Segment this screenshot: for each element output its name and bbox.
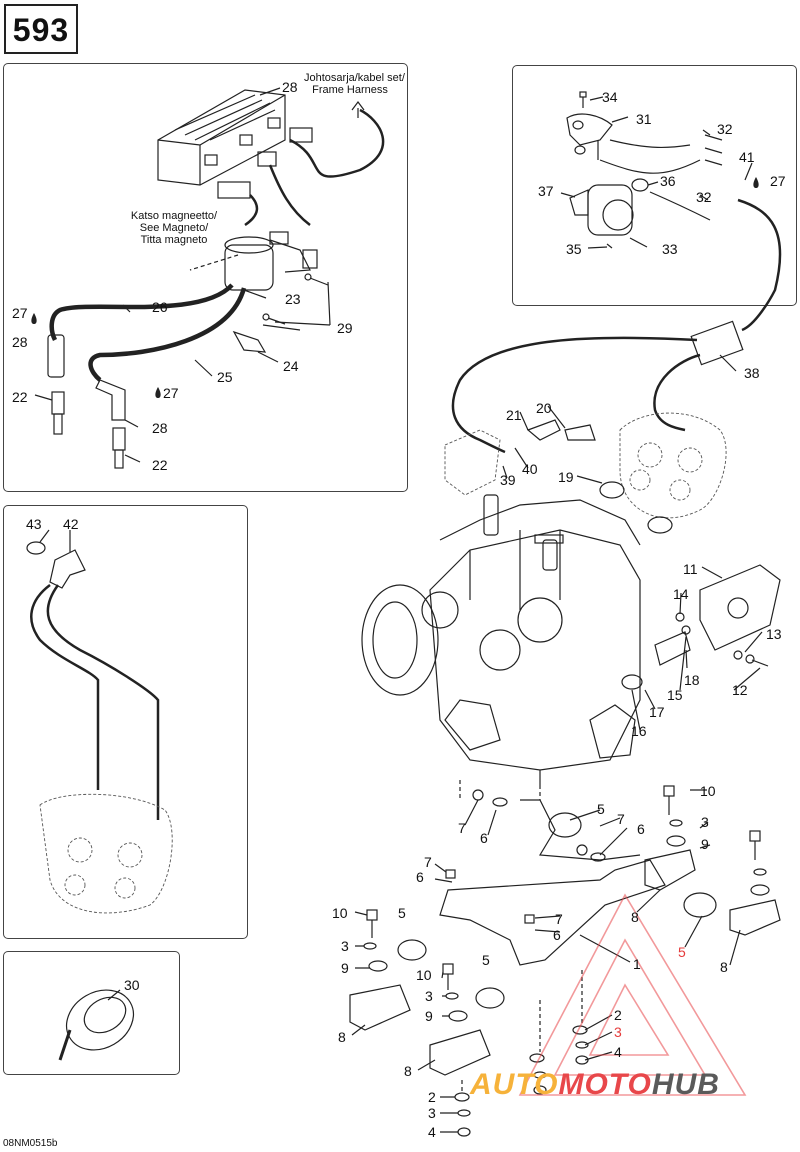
callout-11: 11: [683, 561, 698, 577]
callout-10-right-top: 10: [700, 783, 716, 799]
harness-block: [157, 89, 286, 186]
callout-6-mid: 6: [416, 869, 424, 885]
watermark-auto: AUTO: [470, 1068, 559, 1101]
callout-8-mid: 8: [404, 1063, 412, 1079]
callout-7-center: 7: [555, 911, 563, 927]
callout-42: 42: [63, 516, 79, 532]
callout-25: 25: [217, 369, 233, 385]
lubricant-drop-icons: [31, 177, 759, 398]
callout-27-left: 27: [12, 305, 28, 321]
callout-27-switch: 27: [770, 173, 786, 189]
button-panel: [3, 951, 180, 1075]
key-switch: [569, 184, 634, 236]
callout-23: 23: [285, 291, 301, 307]
callout-8-left: 8: [338, 1029, 346, 1045]
callout-28-cap-left: 28: [12, 334, 28, 350]
callout-33: 33: [662, 241, 678, 257]
callout-27-right: 27: [163, 385, 179, 401]
callout-21: 21: [506, 407, 522, 423]
page-number: 593: [12, 12, 70, 48]
callout-2-right: 2: [614, 1007, 622, 1023]
callout-32-bottom: 32: [696, 189, 712, 205]
callout-9-mid: 9: [425, 1008, 433, 1024]
callout-29: 29: [337, 320, 353, 336]
callout-1: 1: [633, 956, 641, 972]
callout-6-left: 6: [480, 830, 488, 846]
callout-26: 26: [152, 299, 168, 315]
ignition-panel: [3, 63, 408, 492]
callout-39: 39: [500, 472, 516, 488]
callout-3-left-top: 3: [341, 938, 349, 954]
callout-14: 14: [673, 586, 689, 602]
ignition-coil: [224, 231, 318, 291]
callout-4-bottom: 4: [428, 1124, 436, 1140]
callout-6-right: 6: [637, 821, 645, 837]
callout-8-right-bottom: 8: [720, 959, 728, 975]
callout-2-bottom: 2: [428, 1089, 436, 1105]
callout-10-left-top: 10: [332, 905, 348, 921]
frame-harness-note-line1: Johtosarja/kabel set/: [304, 72, 405, 84]
page-number-box: 593: [4, 4, 78, 54]
callout-5-top: 5: [597, 801, 605, 817]
callout-32-top: 32: [717, 121, 733, 137]
callout-36: 36: [660, 173, 676, 189]
callout-17: 17: [649, 704, 665, 720]
callout-4-right: 4: [614, 1044, 622, 1060]
callout-15: 15: [667, 687, 683, 703]
callout-9-left-top: 9: [341, 960, 349, 976]
callout-20: 20: [536, 400, 552, 416]
callout-43: 43: [26, 516, 42, 532]
callout-8-right-top: 8: [631, 909, 639, 925]
callout-5-red: 5: [678, 944, 686, 960]
callout-38: 38: [744, 365, 760, 381]
callout-3-bottom: 3: [428, 1105, 436, 1121]
sensor-panel: [3, 505, 248, 939]
callout-19: 19: [558, 469, 574, 485]
callout-3-mid: 3: [425, 988, 433, 1004]
spark-plug-left: [51, 391, 65, 435]
callout-40: 40: [522, 461, 538, 477]
callout-3-red: 3: [614, 1024, 622, 1040]
switch-panel: [512, 65, 797, 306]
callout-7-right: 7: [617, 811, 625, 827]
callout-24: 24: [283, 358, 299, 374]
magneto-note-line3: Titta magneto: [140, 234, 208, 246]
callout-22-right: 22: [152, 457, 168, 473]
callout-28-cap-right: 28: [152, 420, 168, 436]
callout-37: 37: [538, 183, 554, 199]
callout-6-center: 6: [553, 927, 561, 943]
callout-34: 34: [602, 89, 618, 105]
callout-28-harness: 28: [282, 79, 298, 95]
watermark-hub: HUB: [651, 1068, 720, 1101]
callout-5-left: 5: [398, 905, 406, 921]
watermark-logo: [518, 893, 747, 1096]
spark-plug-right: [112, 427, 126, 469]
callout-18: 18: [684, 672, 700, 688]
callout-7-mid: 7: [424, 854, 432, 870]
magneto-note-line1: Katso magneetto/: [130, 210, 218, 222]
engine-block: [361, 499, 641, 785]
callout-35: 35: [566, 241, 582, 257]
callout-41: 41: [739, 149, 755, 165]
watermark-text: AUTOMOTOHUB: [470, 1068, 720, 1102]
callout-9-right-top: 9: [701, 836, 709, 852]
callout-3-right-top: 3: [701, 814, 709, 830]
document-code: 08NM0515b: [3, 1138, 58, 1149]
frame-harness-note-line2: Frame Harness: [312, 84, 388, 96]
callout-10-mid: 10: [416, 967, 432, 983]
callout-22-left: 22: [12, 389, 28, 405]
callout-12: 12: [732, 682, 748, 698]
callout-31: 31: [636, 111, 652, 127]
callout-5-mid: 5: [482, 952, 490, 968]
callout-16: 16: [631, 723, 647, 739]
callout-7-left: 7: [458, 820, 466, 836]
callout-13: 13: [766, 626, 782, 642]
magneto-note-line2: See Magneto/: [139, 222, 209, 234]
callout-30: 30: [124, 977, 140, 993]
watermark-moto: MOTO: [558, 1068, 652, 1101]
